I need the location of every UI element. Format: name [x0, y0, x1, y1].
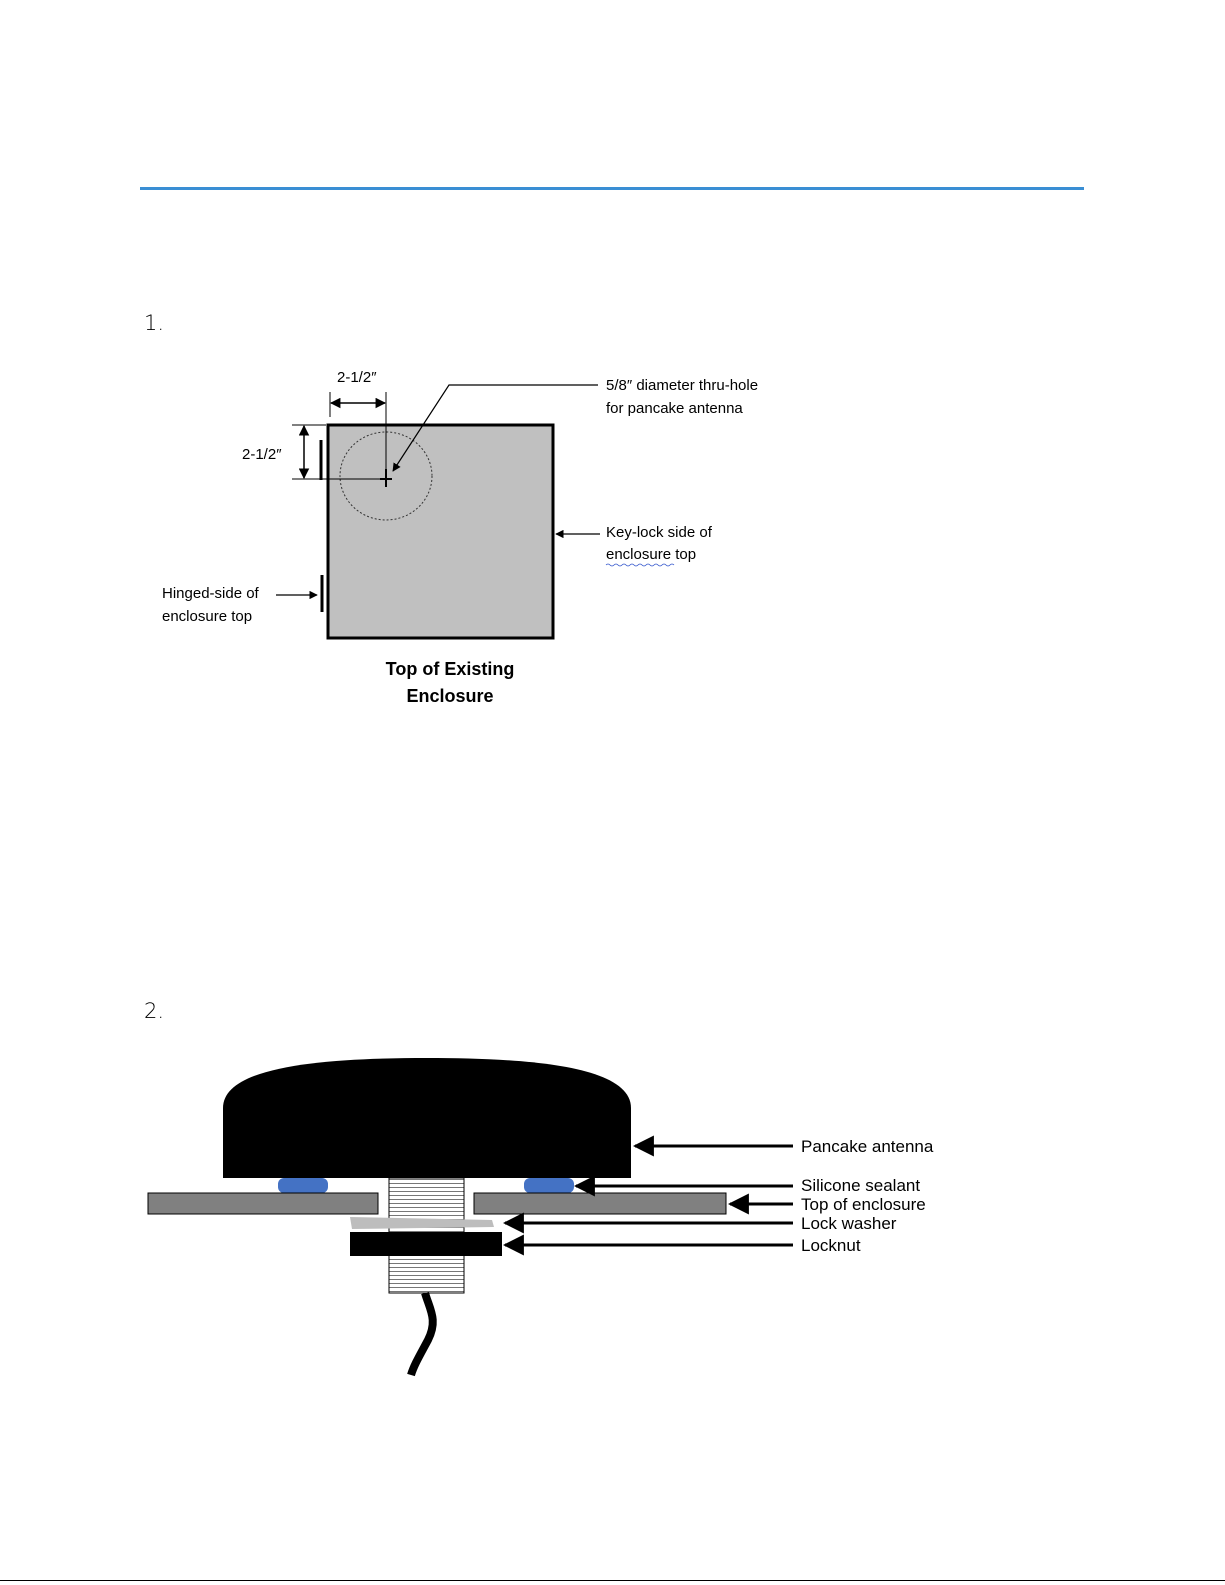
label-pancake-antenna: Pancake antenna — [801, 1137, 934, 1156]
hole-label-line-2: for pancake antenna — [606, 400, 743, 417]
label-locknut: Locknut — [801, 1236, 861, 1255]
hinged-label-line-2: enclosure top — [162, 608, 252, 625]
page-bottom-border — [0, 1580, 1225, 1581]
dim-v-label: 2-1/2″ — [242, 446, 282, 463]
label-lock-washer: Lock washer — [801, 1214, 897, 1233]
enclosure-plate-right — [474, 1193, 726, 1214]
label-silicone-sealant: Silicone sealant — [801, 1176, 920, 1195]
sealant-left — [278, 1178, 328, 1193]
keylock-label-line-2: enclosure top — [606, 546, 696, 563]
figure-1-caption-line-1: Top of Existing — [386, 659, 515, 679]
spellcheck-underline — [606, 564, 674, 566]
figure-2-antenna-assembly: Pancake antenna Silicone sealant Top of … — [148, 1058, 934, 1375]
keylock-label-line-1: Key-lock side of — [606, 524, 713, 541]
sealant-right — [524, 1178, 574, 1193]
lock-washer — [350, 1217, 494, 1229]
label-top-of-enclosure: Top of enclosure — [801, 1195, 926, 1214]
antenna-cable — [411, 1293, 433, 1375]
enclosure-plate-left — [148, 1193, 378, 1214]
locknut-center — [389, 1232, 464, 1256]
pancake-antenna-body — [223, 1058, 631, 1178]
hinged-label-line-1: Hinged-side of — [162, 585, 260, 602]
figure-1-caption-line-2: Enclosure — [406, 686, 493, 706]
locknut-right — [464, 1232, 502, 1256]
figure-1-enclosure-top: 2-1/2″ 2-1/2″ 5/8″ diameter thru-hole fo… — [162, 369, 758, 706]
hole-label-line-1: 5/8″ diameter thru-hole — [606, 377, 758, 394]
dim-h-label: 2-1/2″ — [337, 369, 377, 386]
locknut-left — [350, 1232, 394, 1256]
enclosure-top-square — [328, 425, 553, 638]
